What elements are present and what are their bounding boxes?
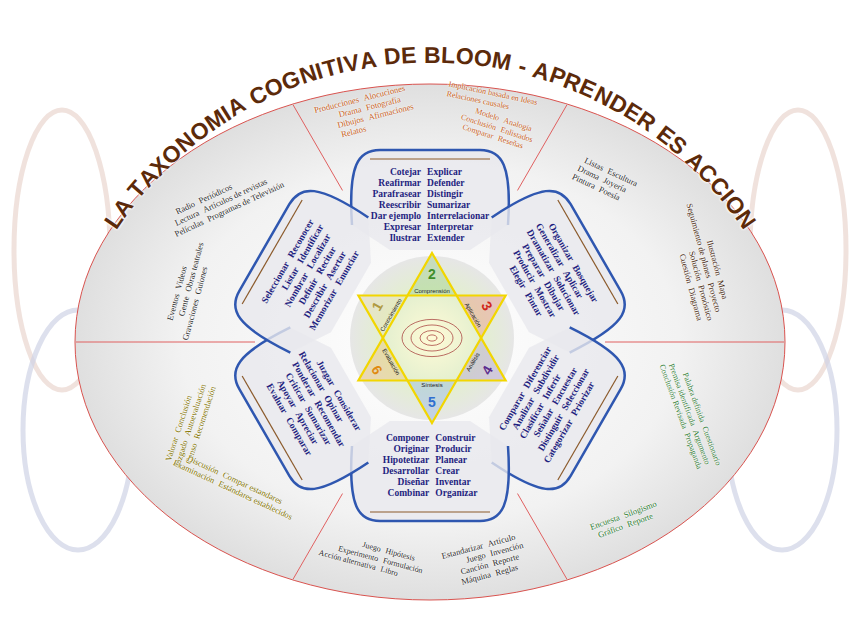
- sector-shade: [351, 421, 509, 521]
- product-list: ModeloAnalogíaConclusiónEnlistadosCompar…: [457, 103, 537, 153]
- title-letter: L: [440, 42, 455, 70]
- verb: Combinar: [388, 488, 430, 499]
- star-triangle: [358, 296, 505, 424]
- blue-bracket: [351, 446, 509, 521]
- sector-line: [76, 342, 255, 343]
- product-list: EncuestaSilogismoGráficoReporte: [589, 499, 662, 542]
- spiral: [420, 331, 444, 346]
- verb-panel: SeleccionarReconocerListarIdentificarNom…: [257, 214, 367, 335]
- star-tip: [358, 338, 407, 381]
- verb: Expresar: [384, 222, 421, 233]
- verb: Extender: [427, 233, 464, 244]
- sector-line: [293, 105, 342, 190]
- center-disc: [350, 256, 514, 420]
- verb: Desarrollar: [383, 466, 430, 477]
- blue-bracket: [225, 327, 369, 501]
- verb: Originar: [393, 444, 429, 455]
- outer-ellipse: [75, 84, 785, 600]
- level-number: 5: [428, 394, 436, 410]
- verb: Ilustrar: [389, 233, 421, 244]
- verb: Reafirmar: [378, 178, 421, 189]
- title-letter: -: [515, 52, 529, 80]
- hexagon-edge: [370, 158, 490, 159]
- title-letter: E: [400, 42, 417, 70]
- title-letter: B: [424, 41, 441, 68]
- title-letter: A: [358, 45, 379, 74]
- verb-panel: Cotejar ExplicarReafirmar DefenderParafras…: [369, 165, 491, 246]
- verb: Construir: [435, 433, 475, 444]
- blue-bracket: [491, 327, 635, 501]
- verb: Parafrasear: [373, 189, 422, 200]
- sector-line: [518, 494, 567, 579]
- verb: Diseñar: [398, 477, 430, 488]
- verb: Reescribir: [379, 200, 421, 211]
- sector-line: [293, 494, 342, 579]
- verb: Distingir: [427, 189, 463, 200]
- verb-panel: JuzgarConsiderarRelacionarOpinarPonderar…: [255, 342, 369, 469]
- product-list: EventosVideosGenteObras teatralesGravaci…: [161, 239, 215, 342]
- product-list: Palabra definidaCuestionarioPremisa iden…: [657, 357, 723, 474]
- sector-line: [605, 342, 784, 343]
- star-tip: [408, 380, 457, 423]
- verb: Planear: [435, 455, 467, 466]
- hexagon-edge: [370, 511, 490, 512]
- product-list: RadioPeriódicosLecturaArtículos de revis…: [165, 161, 286, 239]
- product-list: DiscusiónCompar estandaresExaminaciónEst…: [172, 448, 299, 521]
- star-hexagram: 2Comprensión3Aplicación4Análisis5Síntesi…: [342, 251, 522, 426]
- title-letter: D: [382, 43, 401, 72]
- product-list: IlustraciónMapaSeguimiento de planesProy…: [665, 200, 734, 325]
- verb: Componer: [386, 433, 429, 444]
- blue-bracket: [351, 150, 509, 225]
- product-list: ProduccionesAlocucionesDramaFotografíaDi…: [313, 82, 417, 144]
- spiral: [402, 319, 462, 356]
- sector-line: [518, 105, 567, 190]
- verb: Inventar: [435, 477, 470, 488]
- title-letter: [417, 42, 424, 69]
- verb: Sumarizar: [427, 200, 470, 211]
- star-tip: [408, 253, 457, 296]
- product-list: ListasEsculturaDramaJoyeríaPinturaPoesía: [571, 153, 640, 206]
- level-number: 2: [428, 266, 436, 282]
- product-list: JuegoHipótesisExperimentoFormulaciónAcci…: [318, 530, 427, 585]
- title-letter: O: [455, 42, 475, 71]
- sector-panel: [351, 150, 509, 250]
- verb: Hipotetizar: [383, 455, 429, 466]
- star-tip: [358, 296, 407, 339]
- spiral: [411, 325, 453, 351]
- verb: Organizar: [435, 488, 477, 499]
- verb: Interrelacionar: [427, 211, 489, 222]
- sector-shade: [351, 150, 509, 250]
- title-letter: M: [490, 47, 514, 77]
- verb: Explicar: [427, 167, 462, 178]
- verb: Interpretar: [427, 222, 473, 233]
- star-triangle: [358, 253, 505, 381]
- star-tip: [457, 296, 506, 339]
- verb-panel: Componer ConstruirOriginar ProducirHipotet…: [381, 431, 480, 501]
- verb: Cotejar: [390, 167, 421, 178]
- verb: Producir: [435, 444, 471, 455]
- sector-panel: [351, 421, 509, 521]
- level-name: Síntesis: [421, 382, 442, 388]
- level-name: Comprensión: [414, 288, 450, 294]
- verb: Dar ejemplo: [371, 211, 421, 222]
- spiral: [427, 335, 437, 341]
- star-tip: [457, 338, 506, 381]
- verb: Defender: [427, 178, 464, 189]
- verb: Crear: [435, 466, 459, 477]
- product-list: EstandarizarArtículoJuegoInvenciónCanció…: [440, 530, 529, 590]
